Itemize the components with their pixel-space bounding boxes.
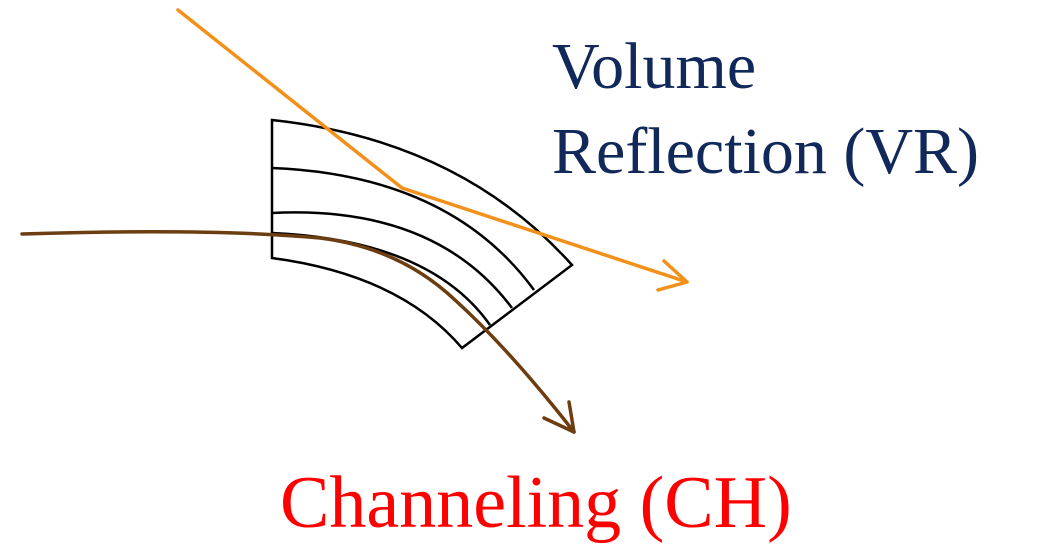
crystal-plane-3 (271, 231, 492, 326)
vr-trajectory (176, 8, 689, 292)
vr-path-line (176, 8, 689, 284)
bent-crystal (270, 118, 574, 350)
ch-trajectory (20, 230, 576, 434)
crystal-outline (270, 118, 574, 350)
crystal-plane-2 (271, 211, 514, 309)
vr-label-line2: Reflection (VR) (552, 115, 980, 188)
ch-label: Channeling (CH) (280, 462, 792, 544)
ch-arrowhead (542, 400, 576, 434)
crystal-plane-1 (271, 166, 536, 291)
ch-path-line (20, 230, 576, 434)
vr-label-line1: Volume (552, 30, 757, 103)
vr-arrowhead (656, 259, 689, 292)
